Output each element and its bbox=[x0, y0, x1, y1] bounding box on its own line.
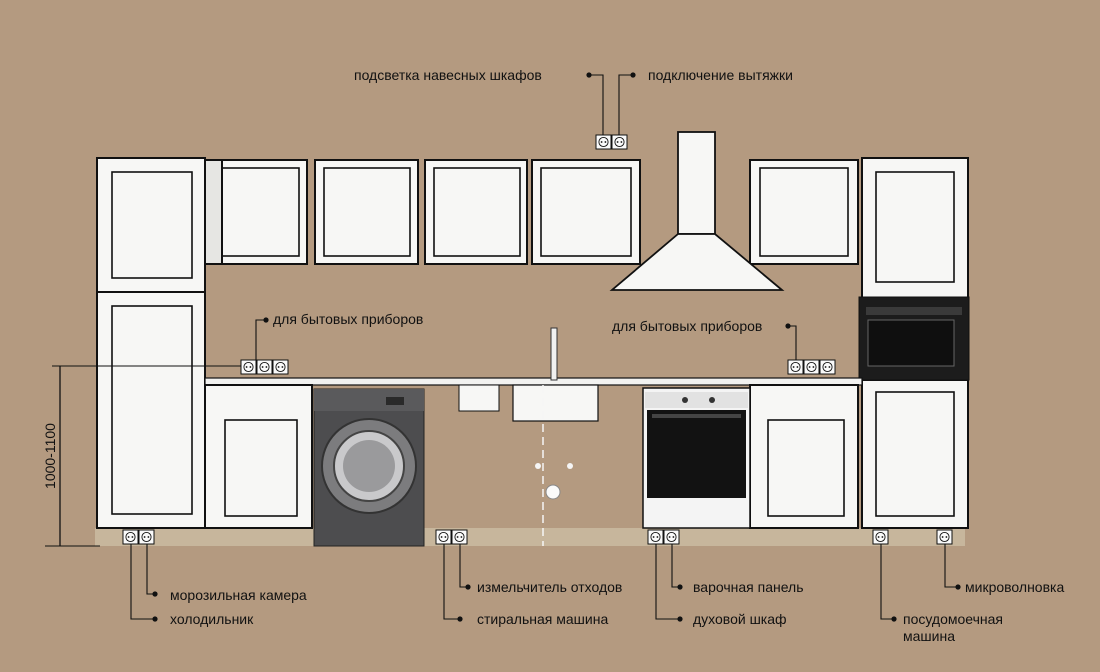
socket-icon bbox=[803, 359, 820, 375]
label-height-dimension: 1000-1100 bbox=[42, 423, 58, 489]
socket-icon bbox=[872, 529, 889, 545]
countertop bbox=[204, 377, 863, 386]
socket-icon bbox=[819, 359, 836, 375]
built-in-microwave bbox=[858, 296, 970, 381]
washing-machine bbox=[313, 388, 425, 547]
base-cabinets bbox=[204, 384, 859, 529]
socket-icon bbox=[451, 529, 468, 545]
socket-icon bbox=[936, 529, 953, 545]
label-hob: варочная панель bbox=[693, 579, 804, 595]
label-cabinet-lighting: подсветка навесных шкафов bbox=[354, 67, 542, 83]
label-dishwasher-line2: машина bbox=[903, 628, 955, 644]
socket-icon bbox=[647, 529, 664, 545]
upper-cabinets bbox=[204, 159, 859, 265]
socket-icon bbox=[122, 529, 139, 545]
leader-dots bbox=[152, 72, 961, 622]
socket-icon bbox=[240, 359, 257, 375]
socket-icon bbox=[272, 359, 289, 375]
range-hood bbox=[609, 131, 785, 291]
socket-icon bbox=[787, 359, 804, 375]
label-disposer: измельчитель отходов bbox=[477, 579, 623, 595]
built-in-oven bbox=[642, 387, 751, 529]
label-appliances-left: для бытовых приборов bbox=[273, 311, 424, 327]
socket-group-left bbox=[240, 359, 289, 375]
fridge-column bbox=[96, 157, 206, 529]
socket-group-top bbox=[595, 134, 628, 150]
socket-group-right bbox=[787, 359, 836, 375]
label-freezer: морозильная камера bbox=[170, 587, 307, 603]
socket-icon bbox=[435, 529, 452, 545]
leader-lines bbox=[130, 74, 958, 620]
socket-icon bbox=[663, 529, 680, 545]
label-microwave: микроволновка bbox=[965, 579, 1065, 595]
height-dimension bbox=[45, 365, 252, 547]
socket-icon bbox=[138, 529, 155, 545]
label-washer: стиральная машина bbox=[477, 611, 609, 627]
label-oven: духовой шкаф bbox=[693, 611, 787, 627]
socket-icon bbox=[595, 134, 612, 150]
label-dishwasher-line1: посудомоечная bbox=[903, 611, 1003, 627]
label-fridge: холодильник bbox=[170, 611, 254, 627]
right-tall-column bbox=[861, 157, 969, 529]
sink-area bbox=[458, 327, 599, 546]
plinth bbox=[95, 528, 965, 546]
socket-icon bbox=[611, 134, 628, 150]
socket-icon bbox=[256, 359, 273, 375]
label-hood-connection: подключение вытяжки bbox=[648, 67, 793, 83]
label-appliances-right: для бытовых приборов bbox=[612, 318, 763, 334]
